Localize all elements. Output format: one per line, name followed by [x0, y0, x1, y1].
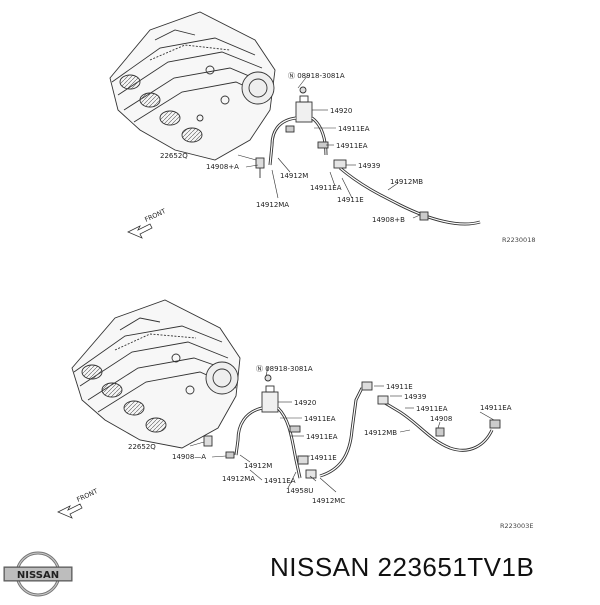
- top-hose-assembly: [237, 74, 481, 226]
- label-14912mb-bottom: 14912MB: [364, 429, 397, 437]
- label-22652q-bottom: 22652Q: [128, 443, 156, 451]
- label-14911ea-r1-bottom: 14911EA: [416, 405, 448, 413]
- label-14908a-top: 14908+A: [206, 163, 239, 171]
- bottom-part-labels: Ⓝ 08918-3081A 14920 14911EA 14911EA 1491…: [75, 365, 533, 530]
- label-front-bottom: FRONT: [75, 487, 99, 504]
- part-number-caption: NISSAN 223651TV1B: [270, 552, 535, 582]
- label-14920-bottom: 14920: [294, 399, 316, 407]
- label-14912mc-bottom: 14912MC: [312, 497, 345, 505]
- label-14911ea-3-top: 14911EA: [310, 184, 342, 192]
- label-14911ea-2-top: 14911EA: [336, 142, 368, 150]
- label-14912ma-bottom: 14912MA: [222, 475, 255, 483]
- nissan-logo: NISSAN: [3, 551, 73, 597]
- label-14939-top: 14939: [358, 162, 380, 170]
- label-14911e-bottom: 14911E: [310, 454, 337, 462]
- label-14911ea-r2-bottom: 14911EA: [480, 404, 512, 412]
- label-14912mb-top: 14912MB: [390, 178, 423, 186]
- label-14911ea-1-bottom: 14911EA: [304, 415, 336, 423]
- label-14912ma-top: 14912MA: [256, 201, 289, 209]
- label-14908a-bottom: 14908—A: [172, 453, 206, 461]
- label-14939-bottom: 14939: [404, 393, 426, 401]
- label-14911e-top-bottom: 14911E: [386, 383, 413, 391]
- label-14911e-top: 14911E: [337, 196, 364, 204]
- bottom-hose-assembly: [189, 366, 501, 493]
- label-14911ea-3-bottom: 14911EA: [264, 477, 296, 485]
- label-code-bottom: R223003E: [500, 522, 533, 530]
- label-14911ea-1-top: 14911EA: [338, 125, 370, 133]
- top-front-arrow-icon: [127, 223, 153, 239]
- label-14908b-top: 14908+B: [372, 216, 405, 224]
- logo-text: NISSAN: [17, 570, 59, 581]
- label-bolt-bottom: Ⓝ 08918-3081A: [256, 365, 313, 373]
- label-22652q-top: 22652Q: [160, 152, 188, 160]
- label-front-top: FRONT: [143, 207, 167, 224]
- top-intake-manifold-drawing: [109, 11, 276, 161]
- bottom-intake-manifold-drawing: [71, 299, 241, 449]
- label-14912m-bottom: 14912M: [244, 462, 272, 470]
- label-14908-bottom: 14908: [430, 415, 452, 423]
- bottom-front-arrow-icon: [57, 503, 83, 519]
- label-14958u-bottom: 14958U: [286, 487, 313, 495]
- label-bolt-top: Ⓝ 08918-3081A: [288, 72, 345, 80]
- label-code-top: R2230018: [502, 236, 535, 244]
- label-14911ea-2-bottom: 14911EA: [306, 433, 338, 441]
- label-14920-top: 14920: [330, 107, 352, 115]
- label-14912m-top: 14912M: [280, 172, 308, 180]
